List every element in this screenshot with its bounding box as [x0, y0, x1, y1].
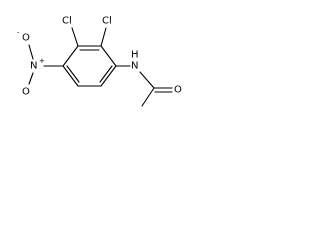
- ring-bond-c4-c5: [62, 65, 79, 87]
- bond-c3-chlorine: [71, 27, 79, 47]
- atom-nitro-minus: -: [17, 29, 20, 37]
- atom-amide-hydrogen: H: [131, 50, 139, 61]
- atom-nitro-nitrogen: N: [30, 61, 37, 72]
- atom-amide-nitrogen: N: [131, 61, 138, 72]
- bond-nitro-n-o-bottom: [28, 72, 34, 85]
- benzene-ring: [62, 45, 117, 87]
- atom-nitro-plus: +: [39, 57, 45, 65]
- ring-bond-c3-c4: [62, 45, 79, 67]
- ring-bond-c6-c1: [100, 65, 117, 87]
- atom-chlorine-left: Cl: [62, 16, 72, 27]
- ring-bond-c1-c2: [100, 45, 117, 67]
- ring-double-bond-inner-2: [66, 65, 80, 83]
- bond-nitro-n-o-top: [28, 44, 34, 60]
- atom-carbonyl-oxygen: O: [174, 85, 182, 96]
- atom-nitro-oxygen-top: O: [22, 33, 30, 44]
- atom-nitro-oxygen-bottom: O: [22, 87, 30, 98]
- atom-chlorine-top: Cl: [102, 16, 112, 27]
- bond-carbonyl-methyl: [141, 87, 155, 107]
- ring-double-bond-inner-3: [99, 65, 113, 83]
- bond-n-carbonyl-c: [139, 71, 155, 89]
- bond-c2-chlorine: [100, 27, 107, 47]
- chemical-structure-diagram: Cl Cl H N O O - N + O: [17, 16, 182, 107]
